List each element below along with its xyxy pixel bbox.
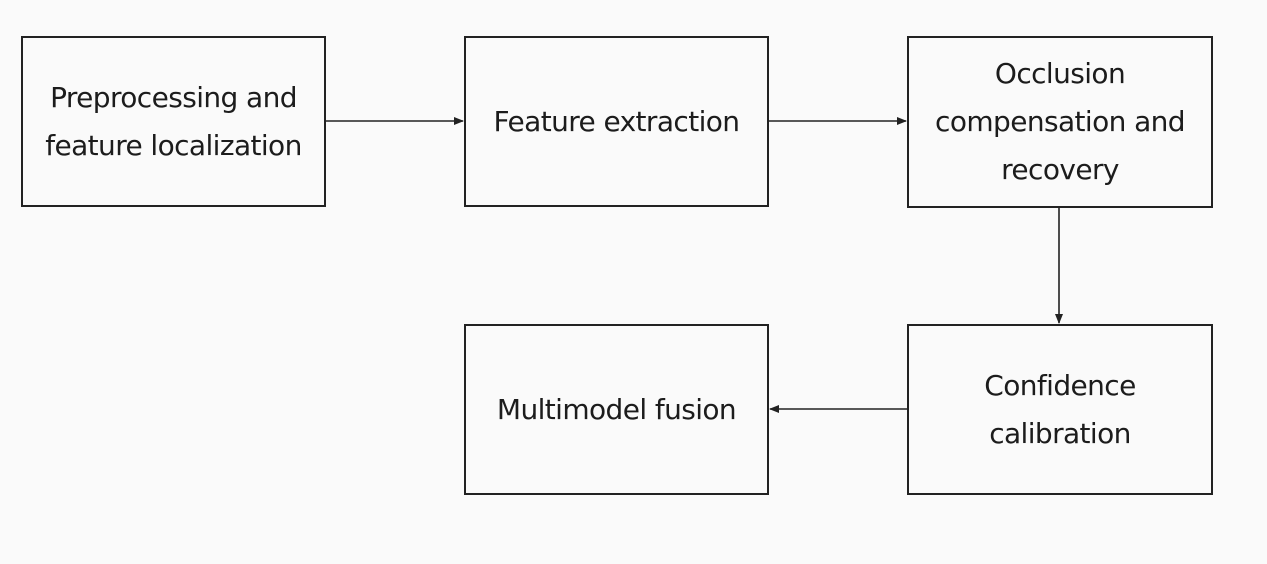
node-multimodel-fusion: Multimodel fusion [464,324,769,495]
node-preprocessing: Preprocessing and feature localization [21,36,326,207]
node-feature-extraction: Feature extraction [464,36,769,207]
node-feature-extraction-label: Feature extraction [493,104,740,138]
node-occlusion-compensation-label: Occlusion compensation and recovery [935,57,1186,186]
node-occlusion-compensation: Occlusion compensation and recovery [907,36,1213,208]
node-confidence-calibration-label: Confidence calibration [984,368,1136,450]
node-multimodel-fusion-label: Multimodel fusion [496,392,737,426]
node-preprocessing-label: Preprocessing and feature localization [45,80,302,162]
node-confidence-calibration: Confidence calibration [907,324,1213,495]
